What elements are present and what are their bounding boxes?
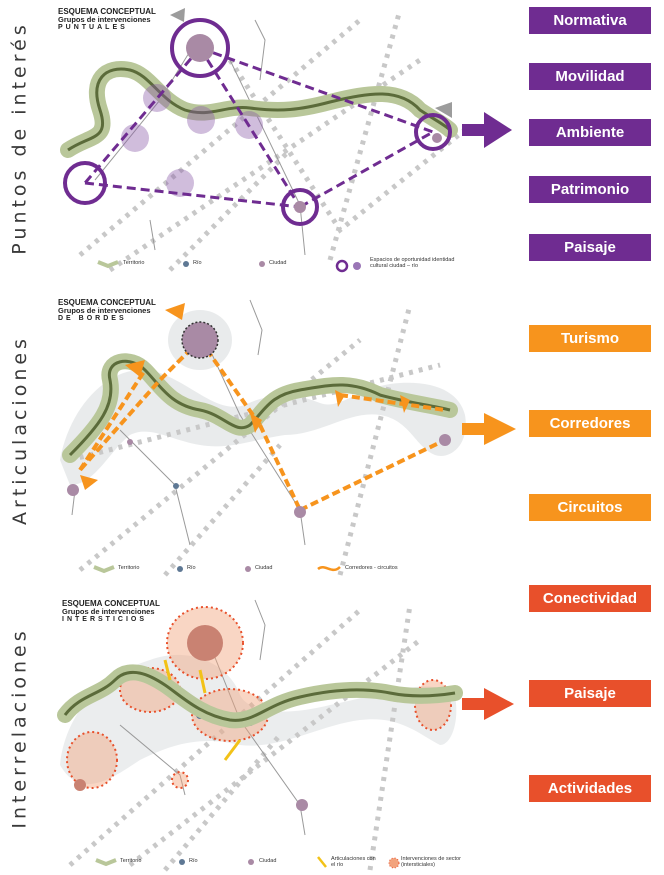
gray-arrow-marker <box>170 8 185 22</box>
tag-actividades: Actividades <box>529 775 651 802</box>
schema-heading: ESQUEMA CONCEPTUAL Grupos de intervencio… <box>62 599 160 624</box>
legend-articulaciones: Articulaciones con el río <box>331 856 376 869</box>
tag-conectividad: Conectividad <box>529 585 651 612</box>
legend-espacios: Espacios de oportunidad identidad cultur… <box>370 257 455 270</box>
schema-subtitle: Grupos de intervenciones <box>58 15 151 25</box>
city-node <box>186 34 214 62</box>
legend-icons <box>97 259 361 273</box>
schema-type: PUNTUALES <box>58 24 128 32</box>
schema-type: INTERSTICIOS <box>62 616 148 624</box>
diagram-bordes <box>60 299 516 577</box>
city-node <box>181 321 219 359</box>
legend-ciudad: Ciudad <box>255 565 273 571</box>
key-nodes <box>63 18 452 226</box>
city-node <box>294 506 306 518</box>
schema-heading: ESQUEMA CONCEPTUAL Grupos de intervencio… <box>58 298 156 323</box>
schema-type: DE BORDES <box>58 315 127 323</box>
river-node <box>173 483 179 489</box>
diagram-puntuales <box>60 8 512 273</box>
road-lines <box>68 604 422 872</box>
schema-title: ESQUEMA CONCEPTUAL <box>58 7 156 16</box>
yellow-articulations <box>163 659 242 761</box>
tag-patrimonio: Patrimonio <box>529 176 651 203</box>
river <box>68 359 451 457</box>
big-arrow <box>462 112 512 148</box>
tag-ambiente: Ambiente <box>529 119 651 146</box>
city-node <box>439 434 451 446</box>
tag-movilidad: Movilidad <box>529 63 651 90</box>
legend-territorio: Territorio <box>118 565 140 571</box>
border-markers <box>80 303 410 490</box>
legend-icons <box>95 856 400 869</box>
interstitial-zones <box>66 606 452 789</box>
tag-turismo: Turismo <box>529 325 651 352</box>
tag-paisaje: Paisaje <box>529 234 651 261</box>
legend-rio: Río <box>193 260 202 266</box>
panel-interrelaciones: Interrelaciones ESQUEMA CONCEPTUAL Grupo… <box>0 585 664 875</box>
schema-heading: ESQUEMA CONCEPTUAL Grupos de intervencio… <box>58 7 156 32</box>
legend-territorio: Territorio <box>123 260 145 266</box>
legend-ciudad: Ciudad <box>269 260 287 266</box>
schema-subtitle: Grupos de intervenciones <box>62 607 155 617</box>
city-node <box>294 201 306 213</box>
diagram-intersticios <box>57 599 514 872</box>
schema-subtitle: Grupos de intervenciones <box>58 306 151 316</box>
schema-title: ESQUEMA CONCEPTUAL <box>62 599 160 608</box>
schema-title: ESQUEMA CONCEPTUAL <box>58 298 156 307</box>
orange-corridors <box>78 338 446 512</box>
river <box>63 670 456 722</box>
panel-puntos-de-interes: Puntos de interés ESQUEMA CONCEPTUAL Gru… <box>0 0 664 280</box>
gray-arrow-marker <box>435 102 452 118</box>
tag-normativa: Normativa <box>529 7 651 34</box>
territory-lines <box>119 599 306 836</box>
panel-articulaciones: Articulaciones ESQUEMA CONCEPTUAL Grupos… <box>0 285 664 580</box>
tag-paisaje: Paisaje <box>529 680 651 707</box>
legend-corredores: Corredores - circuitos <box>345 565 398 571</box>
city-node <box>67 484 79 496</box>
tag-circuitos: Circuitos <box>529 494 651 521</box>
big-arrow <box>462 688 514 720</box>
legend-icons <box>93 565 341 574</box>
legend-territorio: Territorio <box>120 858 142 864</box>
tag-corredores: Corredores <box>529 410 651 437</box>
legend-intervenciones: Intervenciones de sector (intersticiales… <box>401 856 461 869</box>
city-node <box>187 625 223 661</box>
city-node <box>432 133 442 143</box>
city-node <box>74 779 86 791</box>
river <box>67 67 452 152</box>
city-node <box>127 439 133 445</box>
legend-ciudad: Ciudad <box>259 858 277 864</box>
city-node <box>296 799 308 811</box>
big-arrow <box>462 413 516 445</box>
legend-rio: Río <box>187 565 196 571</box>
legend-rio: Río <box>189 858 198 864</box>
